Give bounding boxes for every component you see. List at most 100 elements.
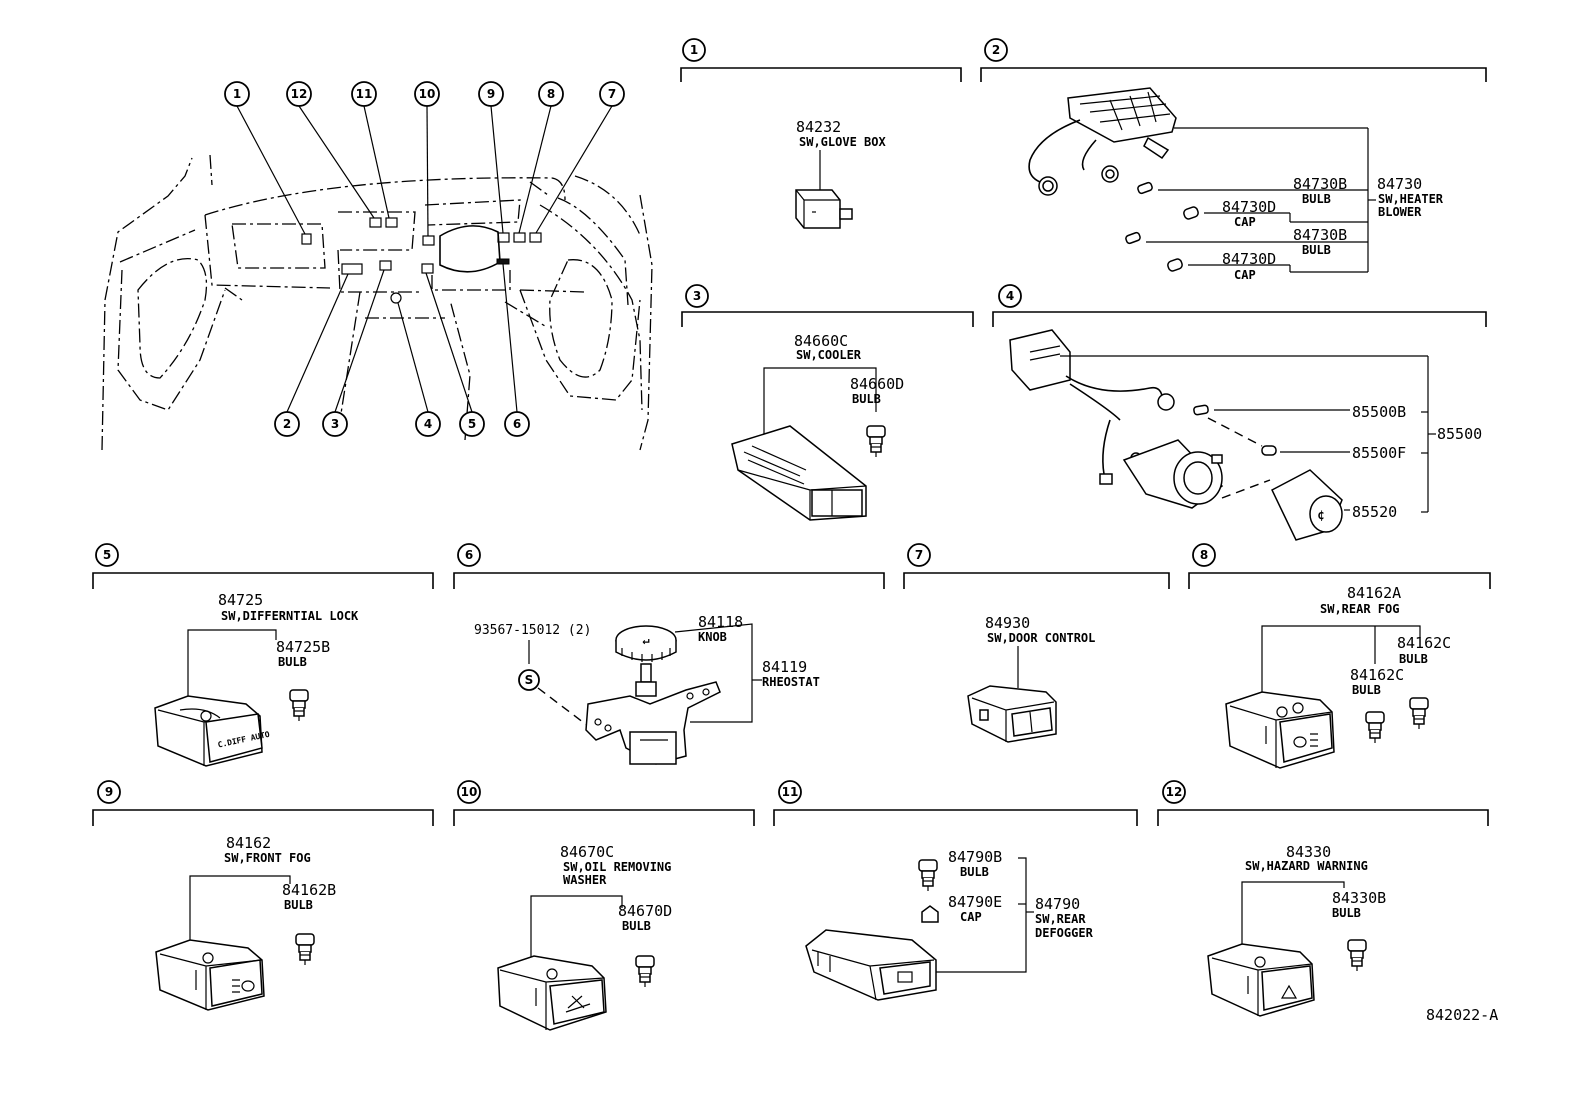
callout-9: 9 <box>478 81 504 107</box>
svg-text:SW,HEATER: SW,HEATER <box>1378 192 1444 206</box>
svg-text:12: 12 <box>1166 785 1183 799</box>
svg-text:84118: 84118 <box>698 613 743 631</box>
svg-text:SW,HAZARD WARNING: SW,HAZARD WARNING <box>1245 859 1368 873</box>
svg-text:BULB: BULB <box>1399 652 1428 666</box>
svg-text:SW,DIFFERNTIAL LOCK: SW,DIFFERNTIAL LOCK <box>221 609 359 623</box>
svg-text:84162C: 84162C <box>1397 634 1451 652</box>
svg-text:84232: 84232 <box>796 118 841 136</box>
callout-10: 10 <box>414 81 440 107</box>
section-5-differential-lock-switch: 5 84725 SW,DIFFERNTIAL LOCK 84725B BULB … <box>92 543 434 767</box>
svg-text:BLOWER: BLOWER <box>1378 205 1422 219</box>
svg-text:SW,FRONT FOG: SW,FRONT FOG <box>224 851 311 865</box>
svg-text:84790: 84790 <box>1035 895 1080 913</box>
callout-3: 3 <box>322 411 348 437</box>
callout-4: 4 <box>415 411 441 437</box>
section-7-door-control-switch: 7 84930 SW,DOOR CONTROL <box>903 543 1170 743</box>
svg-text:84730D: 84730D <box>1222 198 1276 216</box>
svg-text:84730B: 84730B <box>1293 226 1347 244</box>
svg-text:7: 7 <box>915 548 923 562</box>
svg-text:84162A: 84162A <box>1347 584 1401 602</box>
svg-text:84725: 84725 <box>218 591 263 609</box>
svg-text:SW,COOLER: SW,COOLER <box>796 348 862 362</box>
svg-text:BULB: BULB <box>1302 243 1331 257</box>
svg-text:84730B: 84730B <box>1293 175 1347 193</box>
svg-text:WASHER: WASHER <box>563 873 607 887</box>
svg-text:9: 9 <box>105 785 113 799</box>
svg-text:9: 9 <box>487 87 495 101</box>
svg-text:CAP: CAP <box>1234 215 1256 229</box>
svg-text:BULB: BULB <box>852 392 881 406</box>
svg-text:2: 2 <box>283 417 291 431</box>
svg-text:84730: 84730 <box>1377 175 1422 193</box>
svg-text:BULB: BULB <box>278 655 307 669</box>
section-10-oil-removing-washer-switch: 10 84670C SW,OIL REMOVING WASHER 84670D … <box>453 780 755 1031</box>
section-3-cooler-switch: 3 84660C SW,COOLER 84660D BULB <box>681 284 974 521</box>
svg-text:84660C: 84660C <box>794 332 848 350</box>
svg-text:10: 10 <box>461 785 478 799</box>
svg-text:CAP: CAP <box>1234 268 1256 282</box>
callout-6: 6 <box>504 411 530 437</box>
svg-text:BULB: BULB <box>1302 192 1331 206</box>
callout-12: 12 <box>286 81 312 107</box>
section-11-rear-defogger-switch: 11 84790B BULB 84790E CAP 84790 SW,REAR … <box>773 780 1138 1001</box>
dashboard-overview: 1 12 11 10 9 8 7 2 3 4 5 6 <box>101 81 653 451</box>
callout-2: 2 <box>274 411 300 437</box>
svg-text:8: 8 <box>547 87 555 101</box>
svg-text:5: 5 <box>103 548 111 562</box>
svg-text:84790E: 84790E <box>948 893 1002 911</box>
section-4-cigarette-lighter: 4 ¢ 85500B 85500F 85520 85500 <box>992 284 1487 541</box>
svg-text:93567-15012 (2): 93567-15012 (2) <box>474 623 591 638</box>
svg-text:4: 4 <box>424 417 432 431</box>
svg-text:10: 10 <box>419 87 436 101</box>
callout-11: 11 <box>351 81 377 107</box>
svg-text:84660D: 84660D <box>850 375 904 393</box>
svg-text:11: 11 <box>782 785 799 799</box>
svg-text:DEFOGGER: DEFOGGER <box>1035 926 1094 940</box>
callout-1: 1 <box>224 81 250 107</box>
svg-text:4: 4 <box>1006 289 1014 303</box>
callout-8: 8 <box>538 81 564 107</box>
svg-text:6: 6 <box>513 417 521 431</box>
section-8-rear-fog-switch: 8 84162A SW,REAR FOG 84162C BULB 84162C … <box>1188 543 1491 769</box>
svg-text:84725B: 84725B <box>276 638 330 656</box>
svg-text:KNOB: KNOB <box>698 630 727 644</box>
svg-text:5: 5 <box>468 417 476 431</box>
svg-text:84670C: 84670C <box>560 843 614 861</box>
section-12-hazard-warning-switch: 12 84330 SW,HAZARD WARNING 84330B BULB <box>1157 780 1489 1017</box>
svg-text:3: 3 <box>693 289 701 303</box>
svg-text:CAP: CAP <box>960 910 982 924</box>
svg-text:2: 2 <box>992 43 1000 57</box>
svg-text:84162: 84162 <box>226 834 271 852</box>
callout-5: 5 <box>459 411 485 437</box>
svg-text:BULB: BULB <box>622 919 651 933</box>
svg-text:84730D: 84730D <box>1222 250 1276 268</box>
svg-text:84330: 84330 <box>1286 843 1331 861</box>
callout-7: 7 <box>599 81 625 107</box>
section-6-rheostat: 6 93567-15012 (2) S 84118 KNOB 84119 RHE… <box>453 543 885 765</box>
svg-text:84119: 84119 <box>762 658 807 676</box>
svg-text:84330B: 84330B <box>1332 889 1386 907</box>
svg-text:↵: ↵ <box>642 633 650 647</box>
section-2-heater-blower-switch: 2 84730B BULB 84730D CAP 84730B BULB 847… <box>980 38 1487 282</box>
section-1-glove-box-switch: 1 84232 SW,GLOVE BOX <box>680 38 962 229</box>
svg-text:85500: 85500 <box>1437 425 1482 443</box>
svg-text:RHEOSTAT: RHEOSTAT <box>762 675 820 689</box>
figure-id: 842022-A <box>1426 1006 1498 1024</box>
svg-text:BULB: BULB <box>1352 683 1381 697</box>
svg-text:SW,DOOR CONTROL: SW,DOOR CONTROL <box>987 631 1095 645</box>
svg-text:11: 11 <box>356 87 373 101</box>
svg-text:84162C: 84162C <box>1350 666 1404 684</box>
svg-text:84162B: 84162B <box>282 881 336 899</box>
svg-text:84670D: 84670D <box>618 902 672 920</box>
section-9-front-fog-switch: 9 84162 SW,FRONT FOG 84162B BULB <box>92 780 434 1011</box>
svg-text:SW,REAR: SW,REAR <box>1035 912 1086 926</box>
svg-text:BULB: BULB <box>1332 906 1361 920</box>
svg-text:7: 7 <box>608 87 616 101</box>
svg-text:85520: 85520 <box>1352 503 1397 521</box>
svg-text:85500F: 85500F <box>1352 444 1406 462</box>
svg-text:85500B: 85500B <box>1352 403 1406 421</box>
svg-text:12: 12 <box>291 87 308 101</box>
svg-text:BULB: BULB <box>284 898 313 912</box>
svg-text:1: 1 <box>690 43 698 57</box>
